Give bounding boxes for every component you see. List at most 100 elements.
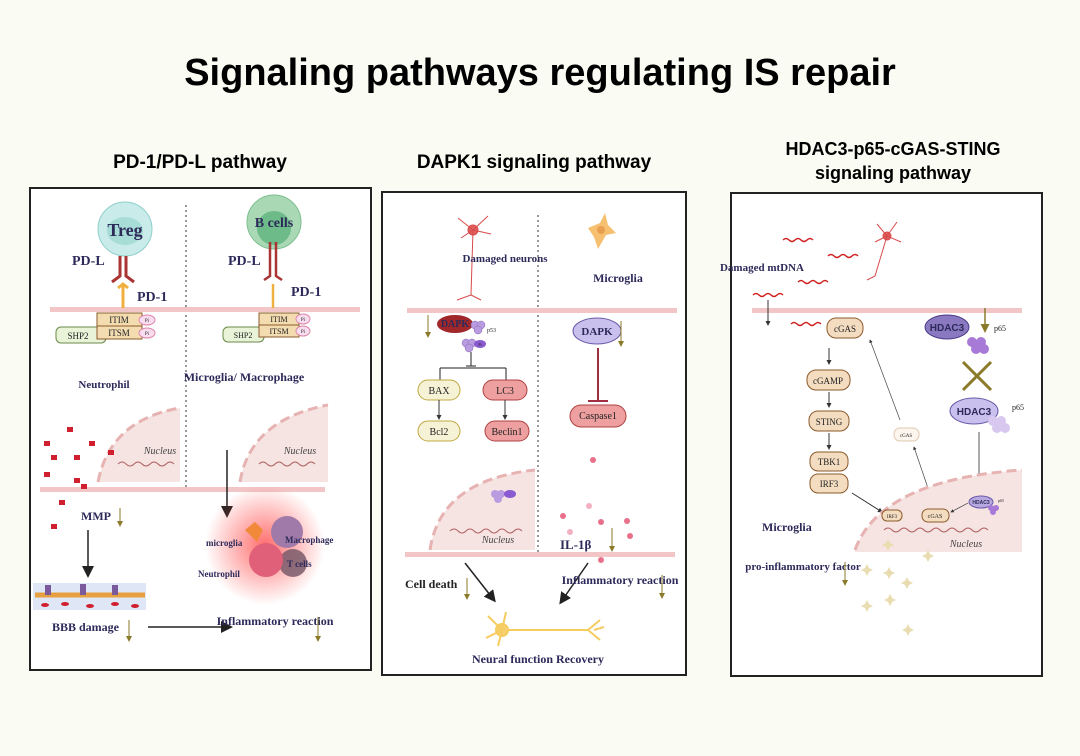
itsm-label: ITSM (108, 328, 130, 338)
irf3-node (809, 473, 849, 494)
p65-complex-icon (988, 416, 1010, 433)
svg-text:p65: p65 (994, 324, 1006, 333)
svg-text:LC3: LC3 (496, 386, 514, 397)
neutrophil-label: Neutrophil (78, 379, 129, 391)
panel-heading: PD-1/PD-L pathway (113, 152, 287, 173)
sting-node (808, 410, 850, 432)
svg-text:microglia: microglia (206, 538, 243, 548)
il-1b-label: IL-1β (560, 537, 592, 552)
page-title: Signaling pathways regulating IS repair (184, 52, 896, 94)
pd-l-receptor-icon (263, 242, 283, 282)
membrane (752, 308, 1022, 313)
pd-1-label: PD-1 (137, 290, 167, 305)
svg-text:Caspase1: Caspase1 (579, 411, 617, 422)
nucleus-icon (240, 405, 328, 482)
tbk1-node (809, 451, 849, 472)
membrane (50, 307, 360, 312)
hdac3-node (949, 397, 999, 425)
svg-text:SHP2: SHP2 (67, 331, 88, 341)
irf3-node (881, 509, 903, 522)
svg-text:p53: p53 (487, 328, 496, 334)
t-cell-icon (279, 549, 307, 577)
arrow-icon (464, 562, 496, 603)
hdac3-node (924, 314, 970, 340)
svg-text:STING: STING (816, 417, 843, 427)
sparkle-icon (883, 567, 895, 579)
svg-text:cGAMP: cGAMP (813, 376, 843, 386)
pro-inflammatory-factor-label: pro-inflammatory factor (745, 561, 861, 573)
svg-text:Beclin1: Beclin1 (491, 427, 522, 438)
pd-l-label: PD-L (72, 254, 105, 269)
sparkle-icon (882, 539, 894, 551)
svg-text:Nucleus: Nucleus (481, 535, 514, 546)
svg-text:Macrophage: Macrophage (285, 535, 333, 545)
svg-text:cGAS: cGAS (900, 434, 912, 439)
svg-text:ITIM: ITIM (270, 315, 287, 324)
p65-complex-icon (967, 337, 989, 354)
cell-death-label: Cell death (405, 577, 458, 591)
svg-text:Pi: Pi (145, 319, 150, 324)
microglia-label: Microglia (593, 271, 643, 285)
svg-text:Neutrophil: Neutrophil (198, 569, 240, 579)
itim-label: ITIM (109, 315, 129, 325)
arrow-icon (559, 562, 589, 605)
microglia-icon (245, 522, 263, 542)
beclin1-node (484, 420, 530, 442)
svg-text:cGAS: cGAS (928, 514, 943, 520)
inflammatory-reaction-label: Inflammatory reaction (562, 573, 679, 587)
panel-dapk1: DAPK1 signaling pathway Damaged neurons … (381, 152, 687, 676)
svg-text:Pi: Pi (145, 332, 150, 337)
dna-icon (449, 528, 523, 534)
cgas-node (826, 317, 864, 339)
caspase1-node (569, 404, 627, 428)
sparkle-icon (922, 550, 934, 562)
pd-1-receptor-icon (117, 282, 129, 308)
svg-text:IRF3: IRF3 (820, 479, 839, 489)
cgas-node (893, 427, 920, 442)
svg-text:IRF3: IRF3 (887, 515, 898, 520)
panel-heading: DAPK1 signaling pathway (417, 152, 652, 173)
svg-text:Pi: Pi (301, 330, 306, 335)
panel-pd1: PD-1/PD-L pathway Treg PD-L PD-1 SHP2 IT… (29, 152, 372, 671)
damaged-neuron-icon (456, 215, 492, 301)
cgamp-node (806, 369, 851, 391)
neural-recovery-label: Neural function Recovery (472, 652, 604, 666)
hdac3-node (968, 495, 994, 509)
mtdna-icon (752, 237, 859, 327)
inhibition-line (439, 352, 507, 380)
membrane (40, 487, 325, 492)
dna-icon (258, 461, 316, 467)
svg-text:Nucleus: Nucleus (143, 446, 176, 457)
bbb-damage-label: BBB damage (52, 620, 120, 634)
svg-text:Nucleus: Nucleus (949, 539, 982, 550)
b-cells-label: B cells (255, 216, 294, 231)
svg-text:DAPK: DAPK (441, 319, 470, 330)
panel-heading: signaling pathway (815, 163, 971, 183)
treg-label: Treg (107, 220, 142, 240)
svg-text:ITSM: ITSM (269, 327, 288, 336)
sparkle-icon (901, 577, 913, 589)
damaged-mtdna-label: Damaged mtDNA (720, 262, 804, 274)
recovered-neuron-icon (485, 611, 605, 647)
sparkle-icon (902, 624, 914, 636)
panel-heading: HDAC3-p65-cGAS-STING (785, 139, 1000, 159)
sparkle-icon (861, 564, 873, 576)
svg-text:Bcl2: Bcl2 (430, 427, 449, 438)
bcl2-node (417, 420, 461, 442)
membrane (407, 308, 677, 313)
microglia-label: Microglia (762, 520, 812, 534)
svg-text:Pi: Pi (478, 342, 482, 347)
dna-icon (117, 461, 175, 467)
svg-text:HDAC3: HDAC3 (957, 407, 992, 418)
svg-text:Pi: Pi (301, 318, 306, 323)
svg-text:TBK1: TBK1 (818, 457, 841, 467)
panel-hdac3: HDAC3-p65-cGAS-STING signaling pathway D… (720, 139, 1043, 677)
svg-text:T cells: T cells (287, 559, 312, 569)
il1b-particles (560, 457, 633, 563)
svg-text:SHP2: SHP2 (234, 331, 253, 340)
svg-text:p65: p65 (1012, 403, 1024, 412)
pd-1-label: PD-1 (291, 285, 321, 300)
sparkle-icon (884, 594, 896, 606)
svg-text:HDAC3: HDAC3 (972, 500, 989, 506)
microglia-macrophage-label: Microglia/ Macrophage (184, 370, 305, 384)
